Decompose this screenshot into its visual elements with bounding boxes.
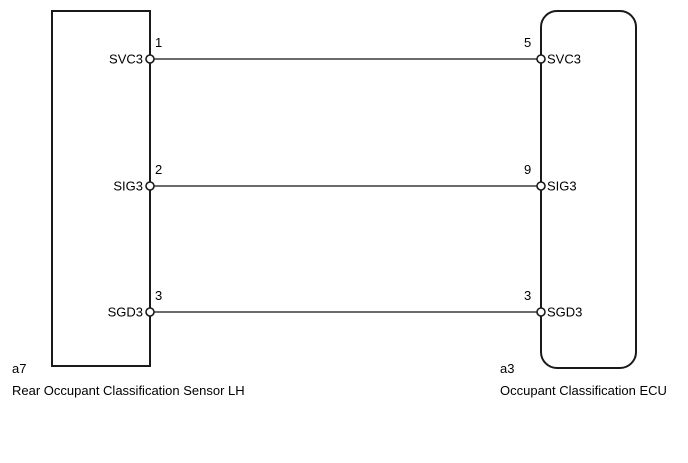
- pin-label-right-svc3: SVC3: [547, 51, 581, 67]
- pin-label-left-sgd3: SGD3: [107, 304, 143, 320]
- connector-left-name: Rear Occupant Classification Sensor LH: [12, 383, 245, 398]
- pin-terminal-right-1[interactable]: [536, 54, 546, 64]
- pin-label-right-sig3: SIG3: [547, 178, 577, 194]
- connector-right-code: a3: [500, 361, 515, 376]
- pin-number-left-1: 1: [155, 35, 163, 50]
- pin-terminal-left-3[interactable]: [145, 307, 155, 317]
- connector-left-code: a7: [12, 361, 27, 376]
- pin-number-right-9: 9: [524, 162, 532, 177]
- pin-label-left-svc3: SVC3: [109, 51, 143, 67]
- pin-number-right-5: 5: [524, 35, 532, 50]
- connector-left-body[interactable]: [51, 10, 151, 367]
- pin-number-left-3: 3: [155, 288, 163, 303]
- connector-right-name: Occupant Classification ECU: [500, 383, 667, 398]
- pin-terminal-left-1[interactable]: [145, 54, 155, 64]
- pin-label-right-sgd3: SGD3: [547, 304, 583, 320]
- pin-number-right-3: 3: [524, 288, 532, 303]
- pin-terminal-left-2[interactable]: [145, 181, 155, 191]
- pin-terminal-right-2[interactable]: [536, 181, 546, 191]
- pin-number-left-2: 2: [155, 162, 163, 177]
- pin-label-left-sig3: SIG3: [113, 178, 143, 194]
- pin-terminal-right-3[interactable]: [536, 307, 546, 317]
